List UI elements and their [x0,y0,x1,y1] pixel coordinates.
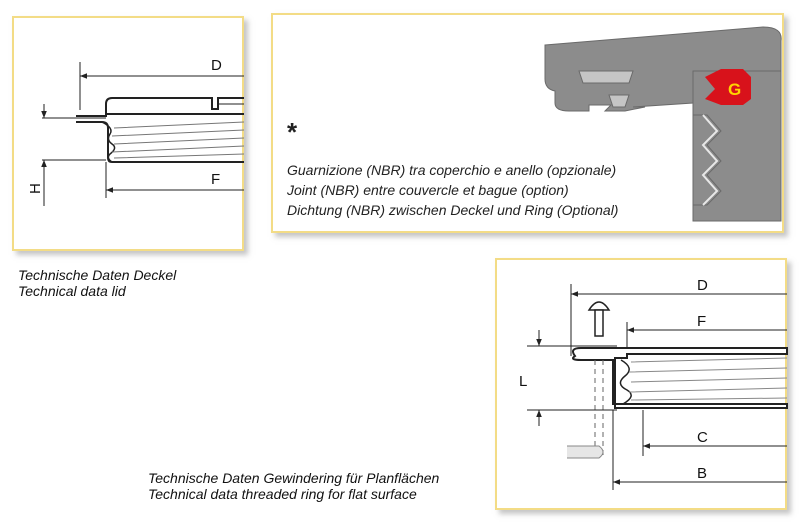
lid-caption-line1: Technische Daten Deckel [18,267,177,283]
ring-dim-b-label: B [697,465,707,482]
screw-head [587,301,611,311]
ring-diagram: D F L C B [519,277,788,490]
seal-lid-body [544,26,782,112]
seal-asterisk: * [287,117,298,147]
ring-dim-c-label: C [697,429,708,446]
ring-caption-line1: Technische Daten Gewindering für Planflä… [148,470,440,486]
lid-caption: Technische Daten Deckel Technical data l… [18,267,176,299]
screw-shank [594,309,604,337]
seal-text-it: Guarnizione (NBR) tra coperchio e anello… [287,162,617,178]
lid-dim-d-label: D [211,57,222,74]
lid-top-profile [105,97,244,114]
gasket-label: G [728,80,741,99]
lid-caption-line2: Technical data lid [18,283,126,299]
flat-surface-part [567,445,604,459]
lid-diagram-panel: D H F [12,16,245,251]
ring-dim-f-label: F [697,313,706,330]
ring-dim-d-label: D [697,277,708,294]
seal-text-fr: Joint (NBR) entre couvercle et bague (op… [287,182,569,198]
ring-profile [572,347,788,409]
seal-detail-panel: G * Guarnizione (NBR) tra coperchio e an… [271,13,784,233]
lid-dim-f-label: F [211,171,220,188]
gasket-shape [705,69,751,105]
ring-diagram-panel: D F L C B [495,258,788,510]
lid-dim-h-label: H [27,183,44,194]
lid-skirt-profile [76,121,244,163]
ring-caption: Technische Daten Gewindering für Planflä… [148,470,439,502]
ring-dim-l-label: L [519,373,527,390]
seal-ring-body [692,70,782,222]
seal-diagram: G [544,26,782,222]
seal-text-de: Dichtung (NBR) zwischen Deckel und Ring … [287,202,619,218]
lid-diagram: D H F [27,57,245,206]
ring-caption-line2: Technical data threaded ring for flat su… [148,486,417,502]
